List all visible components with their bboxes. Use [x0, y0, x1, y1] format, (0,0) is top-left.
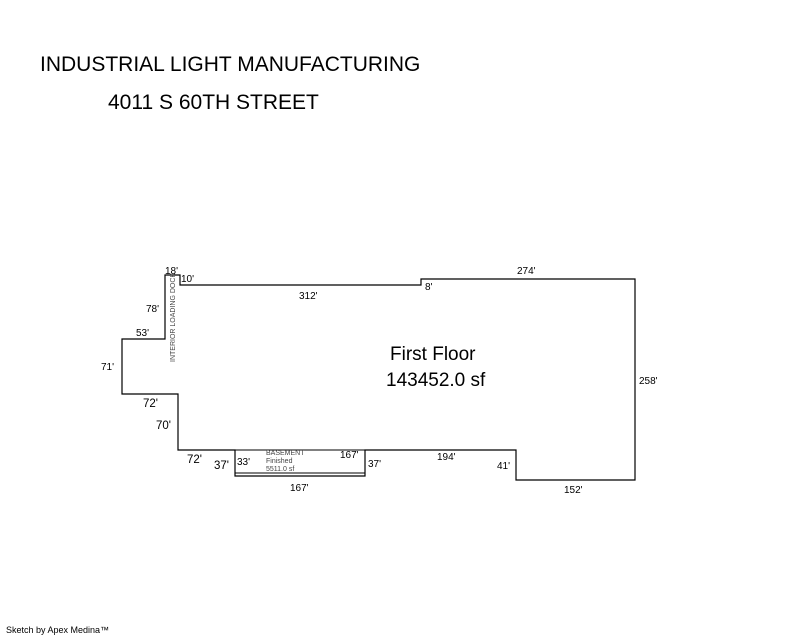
- basement-outline: [234, 449, 366, 474]
- dimension-167: 167': [290, 483, 309, 494]
- dimension-78: 78': [146, 304, 159, 315]
- dimension-18: 18': [165, 266, 178, 277]
- property-address: 4011 S 60TH STREET: [108, 91, 319, 114]
- dimension-274: 274': [517, 266, 536, 277]
- loading-dock-note: INTERIOR LOADING DOCK: [170, 273, 177, 362]
- dimension-71: 71': [101, 362, 114, 373]
- first-floor-label: First Floor: [390, 344, 476, 365]
- dimension-10: 10': [181, 274, 194, 285]
- property-title: INDUSTRIAL LIGHT MANUFACTURING: [40, 53, 421, 76]
- basement-left-dimension: 33': [237, 457, 250, 468]
- basement-label: BASEMENT: [266, 450, 305, 457]
- basement-finish: Finished: [266, 458, 293, 465]
- dimension-194: 194': [437, 452, 456, 463]
- dimension-72-mid: 72': [143, 398, 158, 410]
- first-floor-outline: [121, 274, 636, 481]
- basement-area: 5511.0 sf: [266, 466, 294, 473]
- dimension-312: 312': [299, 291, 318, 302]
- dimension-70: 70': [156, 420, 171, 432]
- dimension-258: 258': [639, 376, 658, 387]
- dimension-8: 8': [425, 282, 433, 293]
- sketch-credit: Sketch by Apex Medina™: [6, 625, 110, 635]
- basement-right-dimension: 37': [368, 459, 381, 470]
- basement-top-dimension: 167': [340, 450, 359, 461]
- dimension-41: 41': [497, 461, 510, 472]
- first-floor-area: 143452.0 sf: [386, 370, 486, 391]
- dimension-53: 53': [136, 328, 149, 339]
- dimension-72-bottom: 72': [187, 454, 202, 466]
- dimension-152: 152': [564, 485, 583, 496]
- dimension-37-left: 37': [214, 460, 229, 472]
